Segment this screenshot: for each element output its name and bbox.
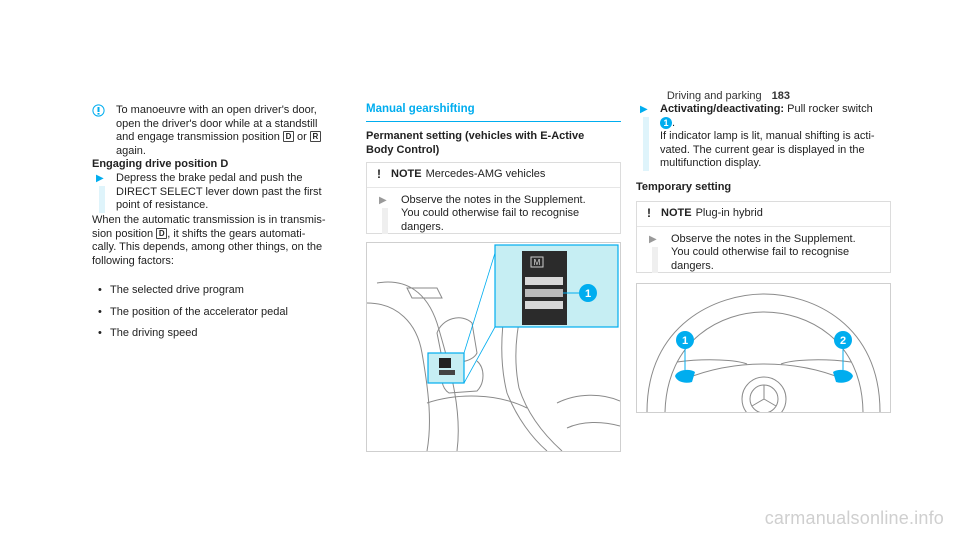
step-line: DIRECT SELECT lever down past the first xyxy=(116,185,322,198)
step-line: point of resistance. xyxy=(116,199,209,211)
tip-line: To manoeuvre with an open driver's door, xyxy=(116,104,317,116)
note-value: Mercedes-AMG vehicles xyxy=(425,168,546,180)
engage-step: ▶ Depress the brake pedal and push the D… xyxy=(92,172,356,213)
tip-line: again. xyxy=(116,144,146,157)
right-column: ▶ Activating/deactivating: Pull rocker s… xyxy=(636,0,891,413)
warning-icon: ! xyxy=(377,167,381,181)
mode-m-label: M xyxy=(534,258,541,267)
steering-wheel-illustration: 1 2 xyxy=(636,283,891,413)
step-bar xyxy=(652,246,658,273)
tip-block: To manoeuvre with an open driver's door,… xyxy=(92,104,340,158)
callout-1-icon xyxy=(676,331,694,349)
engage-heading: Engaging drive position D xyxy=(92,158,229,170)
note-header: ! NOTE Plug-in hybrid xyxy=(637,202,890,227)
section-rule xyxy=(366,121,621,122)
console-drawing: M 1 xyxy=(367,244,620,451)
list-item: The selected drive program xyxy=(98,284,338,298)
page-header: Driving and parking 183 xyxy=(667,90,790,104)
warning-icon: ! xyxy=(647,206,651,220)
step-line: 1. xyxy=(660,116,915,131)
section-title: Driving and parking xyxy=(666,90,762,102)
permanent-heading: Permanent setting (vehicles with E-Activ… xyxy=(366,130,585,156)
note-body: ▶ Observe the notes in the Supplement. Y… xyxy=(367,188,620,241)
text-line: following factors: xyxy=(92,254,174,267)
note-label: NOTE xyxy=(661,207,692,219)
activate-step: ▶ Activating/deactivating: Pull rocker s… xyxy=(636,103,915,171)
text-line: When the automatic transmission is in tr… xyxy=(92,214,326,226)
note-line: dangers. xyxy=(401,220,444,233)
note-line: You could otherwise fail to recognise xyxy=(671,246,850,258)
step-bar xyxy=(382,207,388,234)
text-line: cally. This depends, among other things,… xyxy=(92,241,323,253)
step-arrow-icon: ▶ xyxy=(96,173,104,184)
note-line: Observe the notes in the Supplement. xyxy=(671,232,856,245)
note-header: ! NOTE Mercedes-AMG vehicles xyxy=(367,163,620,188)
callout-1-icon: 1 xyxy=(660,116,672,129)
steering-wheel-drawing: 1 2 xyxy=(646,293,881,412)
note-line: dangers. xyxy=(671,259,714,272)
text-line: sion position D, it shifts the gears aut… xyxy=(92,227,306,240)
step-line: Depress the brake pedal and push the xyxy=(116,172,303,184)
gear-d-key: D xyxy=(282,131,294,142)
note-value: Plug-in hybrid xyxy=(695,207,763,219)
step-line: Activating/deactivating: Pull rocker swi… xyxy=(660,103,873,115)
tip-icon xyxy=(92,104,105,117)
step-line: multifunction display. xyxy=(660,157,762,169)
watermark: carmanualsonline.info xyxy=(764,507,944,528)
callout-1-icon xyxy=(579,284,597,302)
gear-r-key: R xyxy=(309,131,321,142)
callout-1-label: 1 xyxy=(585,288,591,300)
note-box: ! NOTE Mercedes-AMG vehicles ▶ Observe t… xyxy=(366,162,621,234)
step-line: If indicator lamp is lit, manual shiftin… xyxy=(660,130,875,142)
step-arrow-icon: ▶ xyxy=(649,233,657,245)
list-item: The driving speed xyxy=(98,327,338,341)
temporary-heading: Temporary setting xyxy=(636,181,732,193)
callout-2-label: 2 xyxy=(840,335,846,347)
callout-2-icon xyxy=(834,331,852,349)
step-bar xyxy=(99,186,105,213)
tip-line: open the driver's door while at a stands… xyxy=(116,117,318,130)
section-heading: Manual gearshifting xyxy=(366,103,475,115)
center-console-illustration: M 1 xyxy=(366,242,621,452)
callout-1-label: 1 xyxy=(682,335,688,347)
factors-list: The selected drive program The position … xyxy=(98,284,338,344)
gear-d-key: D xyxy=(156,227,168,239)
note-label: NOTE xyxy=(391,168,422,180)
step-bar xyxy=(643,117,649,171)
note-line: You could otherwise fail to recognise xyxy=(401,207,580,219)
step-line: vated. The current gear is displayed in … xyxy=(660,143,865,156)
tip-line: and engage transmission position D or R xyxy=(116,131,340,145)
note-line: Observe the notes in the Supplement. xyxy=(401,193,586,206)
page-number: 183 xyxy=(771,90,790,102)
step-arrow-icon: ▶ xyxy=(379,194,387,206)
note-body: ▶ Observe the notes in the Supplement. Y… xyxy=(637,227,890,280)
automatic-text: When the automatic transmission is in tr… xyxy=(92,214,340,268)
left-column: To manoeuvre with an open driver's door,… xyxy=(92,0,340,340)
tip-text: To manoeuvre with an open driver's door,… xyxy=(116,104,340,158)
list-item: The position of the accelerator pedal xyxy=(98,306,338,320)
note-box: ! NOTE Plug-in hybrid ▶ Observe the note… xyxy=(636,201,891,273)
step-arrow-icon: ▶ xyxy=(640,104,648,115)
